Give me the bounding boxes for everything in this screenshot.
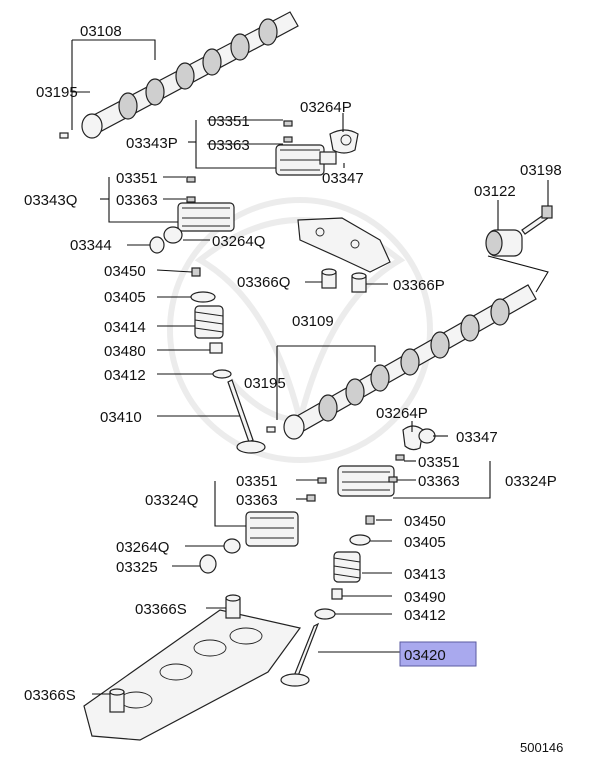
bolt-03351-b xyxy=(186,176,196,183)
seat-03412-a xyxy=(212,369,232,379)
lifter-03366s-a xyxy=(225,594,241,619)
bolt-03351-c xyxy=(395,454,405,461)
part-labels: 03108 03195 03351 03343P 03363 03264P 03… xyxy=(24,23,563,755)
dowel-pin-upper xyxy=(59,132,69,139)
lifter-03366s-b xyxy=(109,688,125,713)
seal-03347-b xyxy=(418,428,436,444)
rocker-arm-q-upper xyxy=(177,202,235,232)
valve-03420 xyxy=(280,622,320,687)
diagram-id: 500146 xyxy=(520,740,563,755)
seal-03490 xyxy=(331,588,343,600)
rocker-arm-q-lower xyxy=(245,511,299,547)
label-03347-a[interactable]: 03347 xyxy=(322,170,364,187)
retainer-03405-b xyxy=(349,534,371,546)
bolt-03363-b xyxy=(186,196,196,203)
label-03347-b[interactable]: 03347 xyxy=(456,429,498,446)
lifter-03366p xyxy=(351,272,367,293)
gasket-lower-p xyxy=(402,425,424,451)
label-03195-a[interactable]: 03195 xyxy=(36,84,78,101)
label-03480[interactable]: 03480 xyxy=(104,343,146,360)
label-03450-a[interactable]: 03450 xyxy=(104,263,146,280)
seal-03480 xyxy=(209,342,223,354)
lifter-03366q xyxy=(321,268,337,289)
valve-03410 xyxy=(227,379,266,454)
label-03410[interactable]: 03410 xyxy=(100,409,142,426)
label-03366p[interactable]: 03366P xyxy=(393,277,445,294)
spring-03413 xyxy=(333,551,361,583)
label-03324p[interactable]: 03324P xyxy=(505,473,557,490)
bolt-03198 xyxy=(521,205,553,235)
label-03198[interactable]: 03198 xyxy=(520,162,562,179)
keeper-03450-a xyxy=(191,267,201,277)
label-03344[interactable]: 03344 xyxy=(70,237,112,254)
label-03264q-a[interactable]: 03264Q xyxy=(212,233,265,250)
label-03264p-a[interactable]: 03264P xyxy=(300,99,352,116)
rocker-arm-p-upper xyxy=(275,144,337,176)
label-03450-b[interactable]: 03450 xyxy=(404,513,446,530)
label-03412-a[interactable]: 03412 xyxy=(104,367,146,384)
highlight-box-03420 xyxy=(399,641,477,667)
label-03366s-a[interactable]: 03366S xyxy=(135,601,187,618)
label-03343q[interactable]: 03343Q xyxy=(24,192,77,209)
label-03195-b[interactable]: 03195 xyxy=(244,375,286,392)
label-03351-d[interactable]: 03351 xyxy=(236,473,278,490)
bolt-03351-a xyxy=(283,120,293,127)
rocker-arm-p-lower xyxy=(337,465,395,497)
gasket-03264q-b xyxy=(223,538,241,554)
label-03363-c[interactable]: 03363 xyxy=(418,473,460,490)
bolt-03351-d xyxy=(317,477,327,484)
label-03351-b[interactable]: 03351 xyxy=(116,170,158,187)
label-03405-a[interactable]: 03405 xyxy=(104,289,146,306)
spring-03414 xyxy=(194,305,224,339)
gasket-03264q-a xyxy=(163,226,183,244)
label-03363-a[interactable]: 03363 xyxy=(208,137,250,154)
label-03109[interactable]: 03109 xyxy=(292,313,334,330)
bolt-03363-c xyxy=(388,476,398,483)
label-03414[interactable]: 03414 xyxy=(104,319,146,336)
label-03122[interactable]: 03122 xyxy=(474,183,516,200)
seal-03344 xyxy=(149,236,165,254)
keeper-03450-b xyxy=(365,515,375,525)
label-03490[interactable]: 03490 xyxy=(404,589,446,606)
label-03366q[interactable]: 03366Q xyxy=(237,274,290,291)
label-03264p-b[interactable]: 03264P xyxy=(376,405,428,422)
label-03264q-b[interactable]: 03264Q xyxy=(116,539,169,556)
label-03351-a[interactable]: 03351 xyxy=(208,113,250,130)
bracket-upper xyxy=(297,217,391,273)
tensioner-03122 xyxy=(485,229,523,257)
seal-03325 xyxy=(199,554,217,574)
upper-camshaft xyxy=(81,11,299,139)
bracket-lower xyxy=(83,609,302,741)
retainer-03405-a xyxy=(190,291,216,303)
label-03363-b[interactable]: 03363 xyxy=(116,192,158,209)
label-03412-b[interactable]: 03412 xyxy=(404,607,446,624)
label-03366s-b[interactable]: 03366S xyxy=(24,687,76,704)
label-03413[interactable]: 03413 xyxy=(404,566,446,583)
bolt-03363-d xyxy=(306,494,316,502)
lower-camshaft xyxy=(283,284,537,440)
label-03324q[interactable]: 03324Q xyxy=(145,492,198,509)
label-03343p[interactable]: 03343P xyxy=(126,135,178,152)
label-03325[interactable]: 03325 xyxy=(116,559,158,576)
dowel-pin-lower xyxy=(266,426,276,433)
leader-lines xyxy=(71,39,549,695)
label-03363-d[interactable]: 03363 xyxy=(236,492,278,509)
label-03420[interactable]: 03420 xyxy=(404,647,446,664)
seat-03412-b xyxy=(314,608,336,620)
bolt-03363-a xyxy=(283,136,293,143)
label-03108[interactable]: 03108 xyxy=(80,23,122,40)
label-03351-c[interactable]: 03351 xyxy=(418,454,460,471)
label-03405-b[interactable]: 03405 xyxy=(404,534,446,551)
gasket-upper-p xyxy=(329,129,359,154)
